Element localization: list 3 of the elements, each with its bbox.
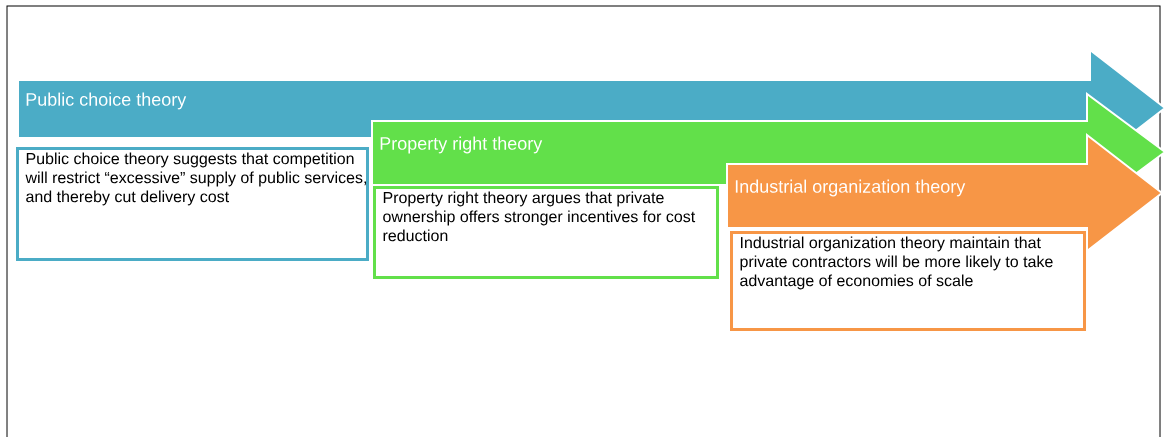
text-box: Property right theory argues that private ownership offers stronger incentives for cost reduction [373,186,719,279]
text-box: Public choice theory suggests that competition will restrict “excessive” supply of public services, and thereby cut delivery cost [16,147,369,261]
text-box: Industrial organization theory maintain that private contractors will be more likely to take advantage of economies of scale [730,231,1086,331]
